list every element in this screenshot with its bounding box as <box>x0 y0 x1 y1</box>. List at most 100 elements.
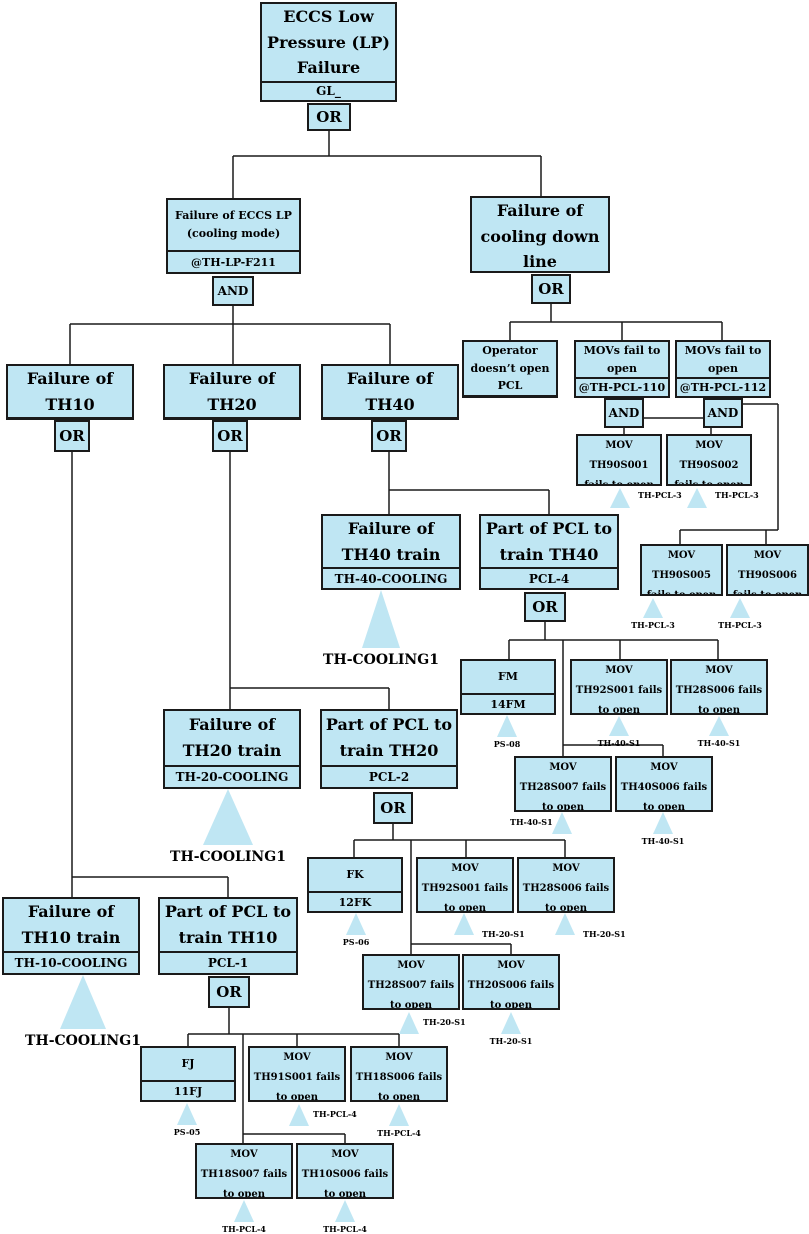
event-code: 12FK <box>309 891 401 911</box>
event-th18s7: MOV TH18S007 fails to open@TH-PCL-430 <box>195 1143 293 1199</box>
gate-or-pcl4: OR <box>524 592 566 622</box>
transfer-label: TH-20-S1 <box>423 1017 466 1027</box>
transfer-label: TH-PCL-4 <box>222 1224 266 1234</box>
event-th10: Failure of TH10@TH-LP-F220 <box>6 364 134 420</box>
event-title: MOV TH18S007 fails to open <box>200 1149 288 1199</box>
event-title: Part of PCL to train TH40 <box>485 519 613 564</box>
event-pcl110: MOVs fail to open @TH-PCL-110 <box>574 340 670 398</box>
event-code: @TH-LP-F221 <box>165 417 299 418</box>
transfer-triangle-icon <box>653 812 673 838</box>
transfer-triangle-icon <box>497 715 517 741</box>
transfer-triangle-icon <box>730 598 750 622</box>
gate-or-pcl: OR <box>531 274 571 304</box>
transfer-triangle-icon <box>335 1200 355 1226</box>
transfer-triangle-icon <box>610 488 630 512</box>
transfer-label: TH-PCL-3 <box>718 620 762 630</box>
gate-and-pcl110: AND <box>604 398 644 428</box>
event-code: PCL-2 <box>322 765 456 787</box>
event-title: MOV TH10S006 fails to open <box>301 1149 389 1199</box>
event-code: @TH-LP-F222 <box>323 417 457 418</box>
transfer-label: TH-20-S1 <box>583 929 626 939</box>
transfer-label: PS-05 <box>173 1127 201 1137</box>
event-code: @TH-PCL-112 <box>677 377 769 396</box>
event-title: MOV TH90S006 fails to open <box>732 550 803 596</box>
gate-or-th10: OR <box>54 420 90 452</box>
event-title: Failure of TH40 train <box>341 519 441 564</box>
event-th18s6: MOV TH18S006 fails to open@TH-PCL-404 <box>350 1046 448 1102</box>
event-title: Failure of TH20 train <box>182 715 282 760</box>
transfer-label: TH-COOLING1 <box>25 1033 141 1049</box>
transfer-triangle-icon <box>709 716 729 740</box>
transfer-label: TH-PCL-3 <box>715 490 759 500</box>
event-code: PCL-1 <box>160 951 296 973</box>
gate-or-pcl2: OR <box>373 792 413 824</box>
transfer-triangle-icon <box>389 1104 409 1130</box>
event-title: MOV TH92S001 fails to open <box>421 863 509 913</box>
event-s005: MOV TH90S005 fails to open@TH-PCL-330 <box>640 544 723 596</box>
transfer-triangle-icon <box>234 1200 254 1226</box>
gate-and-f211: AND <box>212 276 254 306</box>
event-th20: Failure of TH20@TH-LP-F221 <box>163 364 301 420</box>
gate-or-th20: OR <box>212 420 248 452</box>
transfer-label: TH-20-S1 <box>489 1036 533 1046</box>
event-title: Failure of TH10 train <box>21 902 121 947</box>
event-code: TH-20-COOLING <box>165 765 299 787</box>
event-hum: Operator doesn’t open PCLHUM-PCL <box>462 340 558 398</box>
event-title: MOVs fail to open <box>583 344 661 375</box>
event-title: MOV TH90S005 fails to open <box>646 550 717 596</box>
event-code: 11FJ <box>142 1080 234 1100</box>
transfer-label: TH-40-S1 <box>697 738 741 748</box>
event-title: Failure of TH10 <box>26 369 114 414</box>
event-title: MOV TH28S006 fails to open <box>522 863 610 913</box>
transfer-label: TH-PCL-4 <box>323 1224 367 1234</box>
event-th28s7_40: MOV TH28S007 fails to open@TH-LP-F221 <box>514 756 612 812</box>
gate-or-pcl1: OR <box>208 976 250 1008</box>
event-title: MOV TH90S001 fails to open <box>584 440 654 486</box>
event-title: Operator doesn’t open PCL <box>470 344 550 393</box>
event-th40s6: MOV TH40S006 fails to open@TH-LP-F222 <box>615 756 713 812</box>
transfer-label: TH-20-S1 <box>482 929 525 939</box>
event-title: Failure of cooling down line <box>480 201 600 272</box>
event-code: @TH-LP-F211 <box>168 250 299 272</box>
transfer-triangle-icon <box>203 789 253 849</box>
event-title: MOV TH92S001 fails to open <box>575 665 663 715</box>
transfer-triangle-icon <box>454 913 474 939</box>
event-th40: Failure of TH40@TH-LP-F222 <box>321 364 459 420</box>
event-title: MOV TH90S002 fails to open <box>674 440 744 486</box>
event-th92_40: MOV TH92S001 fails to open@TH-LP-F221 <box>570 659 668 715</box>
transfer-triangle-icon <box>687 488 707 512</box>
event-code: @TH-PCL-110 <box>576 377 668 396</box>
transfer-label: TH-PCL-3 <box>638 490 682 500</box>
transfer-label: TH-40-S1 <box>641 836 685 846</box>
event-title: Part of PCL to train TH10 <box>164 902 292 947</box>
event-th91: MOV TH91S001 fails to open@TH-PCL-400 <box>248 1046 346 1102</box>
transfer-triangle-icon <box>552 812 572 838</box>
event-fm: FM 14FM <box>460 659 556 715</box>
transfer-label: PS-06 <box>342 937 370 947</box>
event-th92_20: MOV TH92S001 fails to open@TH-20-S100 <box>416 857 514 913</box>
transfer-label: TH-PCL-4 <box>313 1109 357 1119</box>
event-s006: MOV TH90S006 fails to open@TH-PCL-334 <box>726 544 809 596</box>
transfer-label: TH-COOLING1 <box>323 652 439 668</box>
event-pcl112: MOVs fail to open @TH-PCL-112 <box>675 340 771 398</box>
transfer-label: TH-40-S1 <box>597 738 641 748</box>
transfer-triangle-icon <box>399 1012 419 1038</box>
transfer-triangle-icon <box>609 716 629 740</box>
gate-or-th40: OR <box>371 420 407 452</box>
event-title: Failure of ECCS LP (cooling mode) <box>175 209 292 240</box>
event-title: MOV TH28S007 fails to open <box>367 960 455 1010</box>
event-code: 14FM <box>462 693 554 713</box>
event-code: TH-10-COOLING <box>4 951 138 973</box>
event-title: MOV TH40S006 fails to open <box>620 762 708 812</box>
event-title: FM <box>498 670 518 684</box>
transfer-label: TH-COOLING1 <box>170 849 286 865</box>
event-title: MOV TH28S007 fails to open <box>519 762 607 812</box>
event-title: MOVs fail to open <box>684 344 762 375</box>
event-s002: MOV TH90S002 fails to open@TH-PCL-304 <box>666 434 752 486</box>
